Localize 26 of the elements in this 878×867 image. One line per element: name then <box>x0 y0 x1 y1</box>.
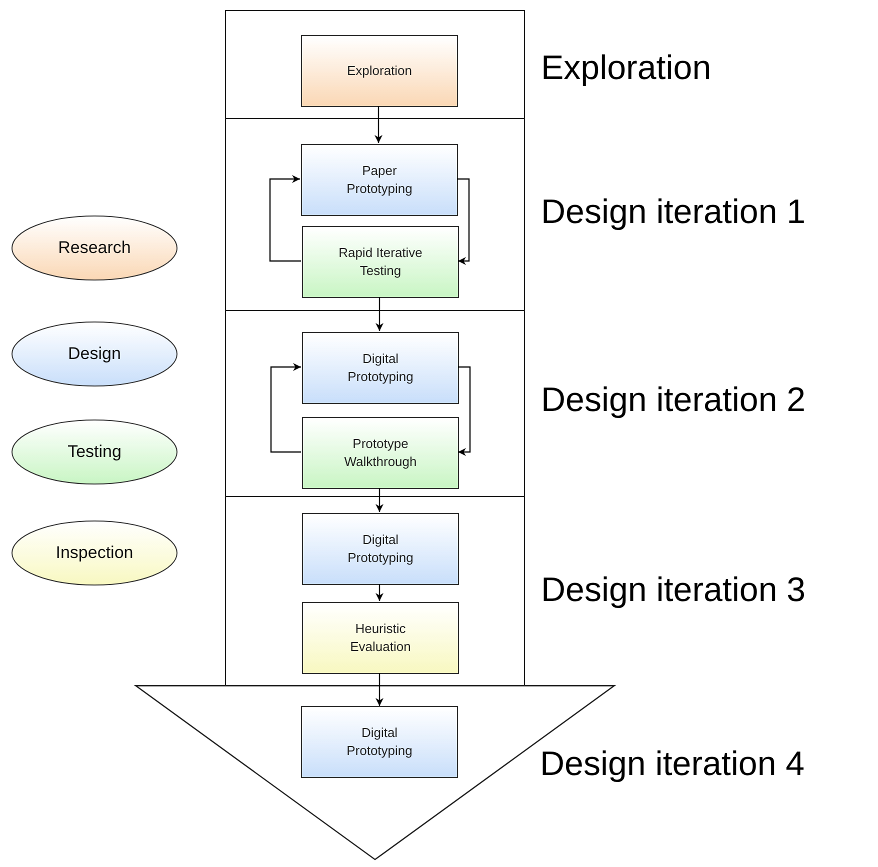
process-box: Prototype Walkthrough <box>302 417 459 489</box>
stage-heading: Exploration <box>541 49 712 88</box>
arrow <box>376 584 384 601</box>
process-box: Digital Prototyping <box>301 706 458 778</box>
arrow <box>458 366 471 456</box>
process-box: Exploration <box>301 35 458 107</box>
arrow <box>376 297 384 331</box>
process-box: Paper Prototyping <box>301 144 458 216</box>
stage-heading: Design iteration 1 <box>541 193 806 232</box>
arrow <box>270 363 301 453</box>
stage-heading: Design iteration 3 <box>541 571 806 610</box>
process-box: Rapid Iterative Testing <box>302 226 459 298</box>
arrow <box>269 175 301 262</box>
process-box: Digital Prototyping <box>302 332 459 404</box>
stage-heading: Design iteration 2 <box>541 381 806 420</box>
arrow <box>374 106 382 143</box>
process-box: Digital Prototyping <box>302 513 459 585</box>
legend-label: Research <box>57 238 132 258</box>
legend-label: Design <box>67 344 122 364</box>
stage-heading: Design iteration 4 <box>540 745 805 784</box>
arrow <box>376 673 384 706</box>
arrow <box>457 178 470 265</box>
legend-label: Inspection <box>54 543 134 563</box>
process-box: Heuristic Evaluation <box>302 602 459 674</box>
legend-label: Testing <box>66 442 122 462</box>
arrow <box>376 488 384 512</box>
